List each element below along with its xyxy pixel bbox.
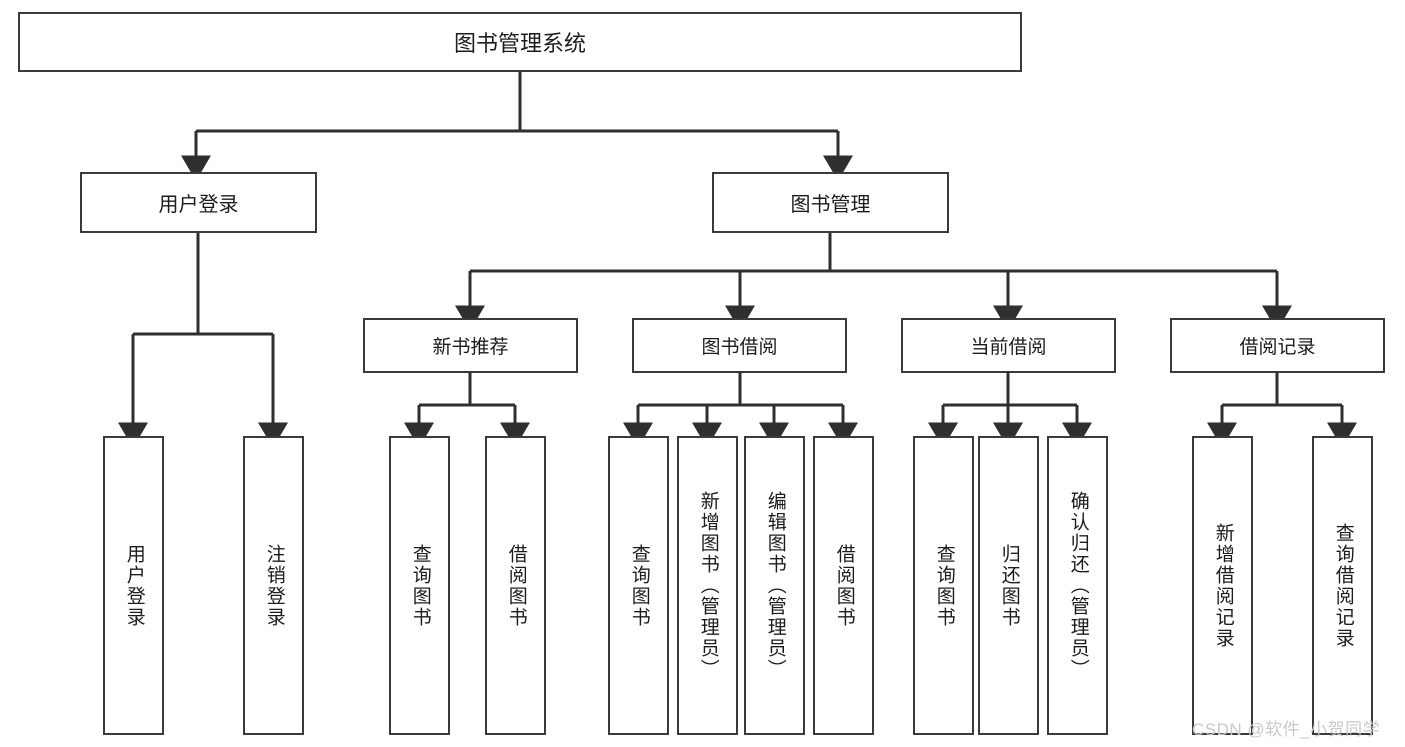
node-new-book-recommend[interactable]: 新书推荐: [363, 318, 578, 373]
node-label: 归还图书: [998, 543, 1020, 628]
node-label: 新增图书（管理员）: [697, 491, 719, 680]
node-root-book-management-system[interactable]: 图书管理系统: [18, 12, 1022, 72]
csdn-watermark: CSDN @软件_小贺同学: [1192, 720, 1381, 739]
node-label: 注销登录: [263, 543, 285, 628]
node-label: 查询图书: [409, 543, 431, 628]
node-label: 查询图书: [933, 543, 955, 628]
leaf-borrow-query-book[interactable]: 查询图书: [608, 436, 669, 735]
leaf-current-confirm-return-admin[interactable]: 确认归还（管理员）: [1047, 436, 1108, 735]
node-label: 新书推荐: [432, 337, 509, 358]
node-user-login[interactable]: 用户登录: [80, 172, 317, 233]
leaf-borrow-borrow-book[interactable]: 借阅图书: [813, 436, 874, 735]
node-borrow-record[interactable]: 借阅记录: [1170, 318, 1385, 373]
leaf-current-return-book[interactable]: 归还图书: [978, 436, 1039, 735]
node-label: 借阅图书: [505, 543, 527, 628]
node-label: 查询图书: [628, 543, 650, 628]
node-label: 图书管理: [790, 194, 871, 216]
leaf-recommend-query-book[interactable]: 查询图书: [389, 436, 450, 735]
node-label: 用户登录: [123, 543, 145, 628]
node-book-borrow[interactable]: 图书借阅: [632, 318, 847, 373]
node-label: 图书借阅: [701, 337, 778, 358]
leaf-record-add-record[interactable]: 新增借阅记录: [1192, 436, 1253, 735]
leaf-borrow-add-book-admin[interactable]: 新增图书（管理员）: [677, 436, 738, 735]
leaf-borrow-edit-book-admin[interactable]: 编辑图书（管理员）: [744, 436, 805, 735]
node-label: 图书管理系统: [453, 31, 586, 56]
node-book-management[interactable]: 图书管理: [712, 172, 949, 233]
node-label: 当前借阅: [970, 337, 1047, 358]
node-label: 编辑图书（管理员）: [764, 491, 786, 680]
leaf-current-query-book[interactable]: 查询图书: [913, 436, 974, 735]
leaf-recommend-borrow-book[interactable]: 借阅图书: [485, 436, 546, 735]
node-label: 新增借阅记录: [1212, 522, 1234, 649]
node-label: 借阅记录: [1239, 337, 1316, 358]
node-label: 用户登录: [158, 194, 239, 216]
leaf-user-login-login[interactable]: 用户登录: [103, 436, 164, 735]
node-label: 查询借阅记录: [1332, 522, 1354, 649]
node-label: 借阅图书: [833, 543, 855, 628]
leaf-record-query-record[interactable]: 查询借阅记录: [1312, 436, 1373, 735]
leaf-user-login-logout[interactable]: 注销登录: [243, 436, 304, 735]
node-current-borrow[interactable]: 当前借阅: [901, 318, 1116, 373]
node-label: 确认归还（管理员）: [1067, 491, 1089, 680]
